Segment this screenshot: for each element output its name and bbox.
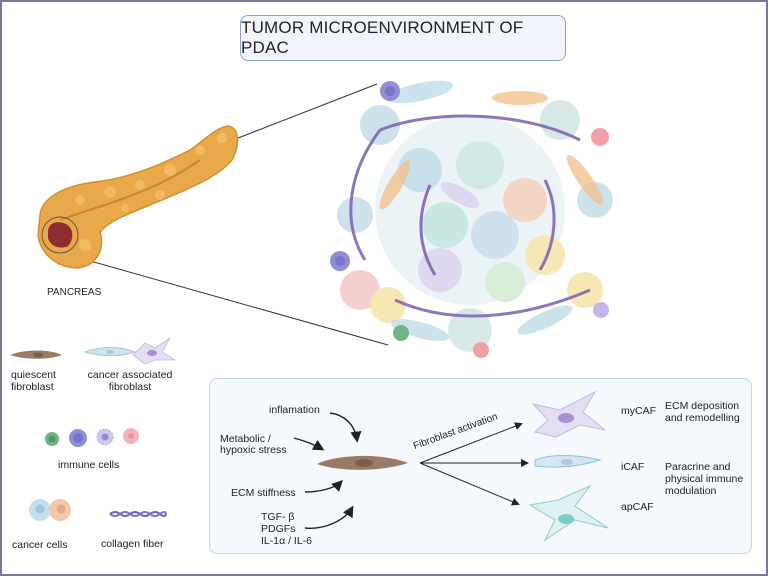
input-metabolic-line1: Metabolic / xyxy=(220,433,271,445)
icaf-cell-icon xyxy=(534,455,602,468)
fibroblast-activation-panel xyxy=(209,378,752,554)
arrow-inflamation xyxy=(329,412,362,443)
cancer-cells-cluster xyxy=(337,100,613,352)
tumor-mass xyxy=(48,222,73,248)
apcaf-cell-icon xyxy=(528,484,609,542)
figure-title: TUMOR MICROENVIRONMENT OF PDAC xyxy=(241,18,524,57)
legend-quiescent-line2: fibroblast xyxy=(11,381,54,393)
icaf-function-line1: Paracrine and xyxy=(665,461,731,473)
legend-cancer-cells: cancer cells xyxy=(12,539,68,551)
subtype-apcaf: apCAF xyxy=(621,501,654,513)
legend-quiescent-line1: quiescent xyxy=(11,369,56,381)
arrow-metabolic xyxy=(293,437,325,451)
quiescent-fibroblast-center-icon xyxy=(317,455,408,470)
arrow-factors xyxy=(304,505,354,529)
immune-cells-icon xyxy=(45,428,139,447)
cancer-cells-icon xyxy=(29,499,71,521)
input-metabolic-line2: hypoxic stress xyxy=(220,444,287,456)
subtype-icaf: iCAF xyxy=(621,461,645,473)
icaf-function-line3: modulation xyxy=(665,485,717,497)
zoom-line-bottom xyxy=(61,252,389,346)
tumor-zoom-circle xyxy=(41,216,79,254)
input-inflamation: inflamation xyxy=(269,404,320,416)
arrow-to-mycaf xyxy=(419,422,523,464)
collagen-fibers xyxy=(349,114,591,318)
pancreas-organ xyxy=(37,125,239,269)
arrow-to-apcaf xyxy=(419,462,520,506)
legend-caf-line2: fibroblast xyxy=(108,381,152,393)
mycaf-function-line1: ECM deposition xyxy=(665,400,740,412)
collagen-fiber-icon xyxy=(109,511,167,517)
pancreas-label: PANCREAS xyxy=(47,287,102,298)
subtype-mycaf: myCAF xyxy=(621,405,656,417)
legend-caf-line1: cancer associated xyxy=(87,369,173,381)
cancer-associated-fibroblast-icon xyxy=(83,337,177,365)
legend-immune-cells: immune cells xyxy=(58,459,120,471)
input-pdgfs: PDGFs xyxy=(261,523,296,535)
fibroblasts-cluster xyxy=(379,80,604,341)
figure-title-box: TUMOR MICROENVIRONMENT OF PDAC xyxy=(240,15,566,61)
legend-collagen-fiber: collagen fiber xyxy=(101,538,164,550)
mycaf-cell-icon xyxy=(531,390,606,438)
immune-cells-cluster xyxy=(330,81,609,358)
input-tgf-beta: TGF- β xyxy=(261,511,295,523)
input-ecm-stiffness: ECM stiffness xyxy=(231,487,296,499)
mycaf-function-line2: and remodelling xyxy=(665,412,740,424)
input-il1a-il6: IL-1α / IL-6 xyxy=(261,535,313,547)
arrow-ecm-stiffness xyxy=(304,480,343,493)
icaf-function-line2: physical immune xyxy=(665,473,744,485)
